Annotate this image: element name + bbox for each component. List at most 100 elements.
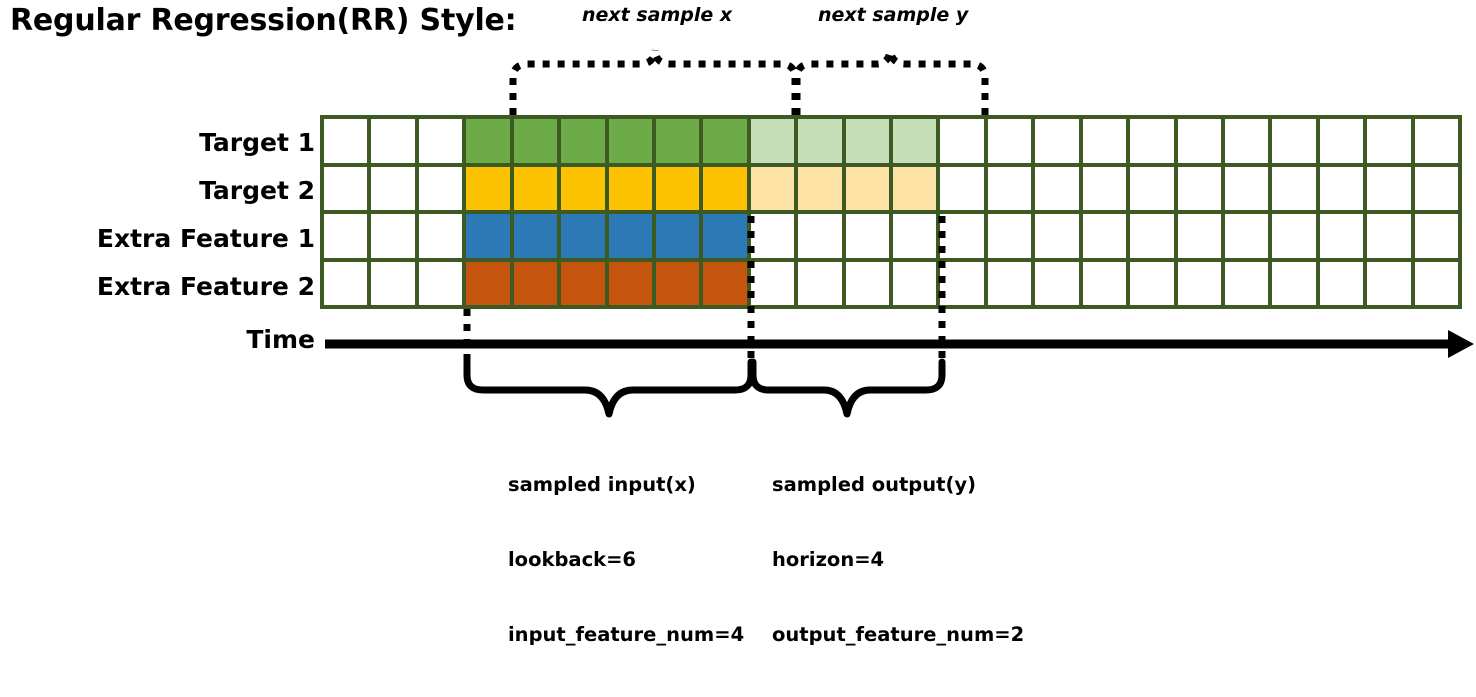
grid-cell[interactable]: [1130, 261, 1174, 305]
grid-cell[interactable]: [987, 261, 1032, 305]
grid-cell[interactable]: [371, 166, 415, 210]
grid-cell[interactable]: [940, 119, 984, 163]
grid-cell[interactable]: [513, 261, 558, 305]
grid-cell[interactable]: [1177, 261, 1222, 305]
grid-cell[interactable]: [466, 261, 510, 305]
grid-cell[interactable]: [703, 261, 747, 305]
grid-cell[interactable]: [940, 214, 984, 258]
grid-cell[interactable]: [1177, 214, 1222, 258]
grid-cell[interactable]: [845, 119, 890, 163]
grid-cell[interactable]: [1130, 119, 1174, 163]
grid-cell[interactable]: [1035, 261, 1079, 305]
grid-cell[interactable]: [1414, 119, 1459, 163]
grid-cell[interactable]: [418, 166, 463, 210]
grid-cell[interactable]: [1225, 119, 1269, 163]
grid-cell[interactable]: [561, 119, 605, 163]
grid-cell[interactable]: [1319, 166, 1364, 210]
grid-cell[interactable]: [1035, 119, 1079, 163]
grid-cell[interactable]: [561, 261, 605, 305]
grid-cell[interactable]: [608, 261, 652, 305]
grid-cell[interactable]: [1272, 261, 1316, 305]
grid-cell[interactable]: [1414, 261, 1459, 305]
grid-cell[interactable]: [324, 166, 368, 210]
grid-cell[interactable]: [1367, 214, 1411, 258]
grid-cell[interactable]: [371, 214, 415, 258]
grid-cell[interactable]: [324, 214, 368, 258]
grid-cell[interactable]: [466, 166, 510, 210]
grid-cell[interactable]: [608, 166, 652, 210]
grid-cell[interactable]: [466, 214, 510, 258]
grid-cell[interactable]: [513, 166, 558, 210]
grid-cell[interactable]: [418, 119, 463, 163]
grid-cell[interactable]: [893, 166, 937, 210]
grid-cell[interactable]: [940, 166, 984, 210]
grid-cell[interactable]: [1082, 261, 1127, 305]
grid-cell[interactable]: [1225, 166, 1269, 210]
grid-cell[interactable]: [798, 119, 842, 163]
grid-cell[interactable]: [1319, 214, 1364, 258]
grid-cell[interactable]: [845, 214, 890, 258]
grid-cell[interactable]: [513, 119, 558, 163]
grid-cell[interactable]: [893, 261, 937, 305]
grid-cell[interactable]: [798, 166, 842, 210]
grid-cell[interactable]: [1319, 119, 1364, 163]
grid-cell[interactable]: [703, 119, 747, 163]
grid-cell[interactable]: [845, 261, 890, 305]
grid-cell[interactable]: [561, 214, 605, 258]
grid-cell[interactable]: [655, 214, 700, 258]
grid-cell[interactable]: [513, 214, 558, 258]
grid-cell[interactable]: [893, 119, 937, 163]
grid-cell[interactable]: [987, 166, 1032, 210]
grid-cell[interactable]: [1225, 261, 1269, 305]
diagram-canvas: Regular Regression(RR) Style: next sampl…: [10, 3, 1474, 646]
grid-cell[interactable]: [1272, 119, 1316, 163]
grid-cell[interactable]: [1082, 119, 1127, 163]
grid-cell[interactable]: [987, 214, 1032, 258]
grid-cell[interactable]: [1082, 214, 1127, 258]
grid-cell[interactable]: [1414, 214, 1459, 258]
grid-cell[interactable]: [798, 261, 842, 305]
grid-cell[interactable]: [1414, 166, 1459, 210]
grid-cell[interactable]: [750, 119, 795, 163]
grid-cell[interactable]: [1225, 214, 1269, 258]
grid-cell[interactable]: [371, 119, 415, 163]
grid-cell[interactable]: [608, 214, 652, 258]
grid-cell[interactable]: [1272, 166, 1316, 210]
grid-cell[interactable]: [324, 119, 368, 163]
grid-cell[interactable]: [1319, 261, 1364, 305]
grid-cell[interactable]: [466, 119, 510, 163]
grid-cell[interactable]: [655, 261, 700, 305]
grid-cell[interactable]: [845, 166, 890, 210]
grid-cell[interactable]: [608, 119, 652, 163]
grid-cell[interactable]: [655, 119, 700, 163]
grid-cell[interactable]: [371, 261, 415, 305]
grid-cell[interactable]: [893, 214, 937, 258]
grid-cell[interactable]: [655, 166, 700, 210]
grid-cell[interactable]: [418, 261, 463, 305]
grid-cell[interactable]: [1082, 166, 1127, 210]
grid-cell[interactable]: [750, 214, 795, 258]
grid-cell[interactable]: [1272, 214, 1316, 258]
grid-cell[interactable]: [418, 214, 463, 258]
grid-cell[interactable]: [1035, 214, 1079, 258]
grid-cell[interactable]: [561, 166, 605, 210]
grid-cell[interactable]: [1035, 166, 1079, 210]
grid-cell[interactable]: [703, 214, 747, 258]
caption-input-line-2: lookback=6: [508, 548, 636, 571]
grid-cell[interactable]: [750, 261, 795, 305]
grid-cell[interactable]: [940, 261, 984, 305]
grid-cell[interactable]: [798, 214, 842, 258]
grid-cell[interactable]: [1367, 119, 1411, 163]
dotted-brace-next-sample-x: [509, 49, 799, 115]
grid-cell[interactable]: [703, 166, 747, 210]
grid-cell[interactable]: [1367, 261, 1411, 305]
grid-cell[interactable]: [1177, 119, 1222, 163]
grid-cell[interactable]: [1177, 166, 1222, 210]
grid-cell[interactable]: [987, 119, 1032, 163]
grid-cell[interactable]: [1130, 214, 1174, 258]
grid-cell[interactable]: [324, 261, 368, 305]
grid-cell[interactable]: [1367, 166, 1411, 210]
grid-cell[interactable]: [750, 166, 795, 210]
grid-cell[interactable]: [1130, 166, 1174, 210]
caption-output-line-1: sampled output(y): [772, 473, 976, 496]
